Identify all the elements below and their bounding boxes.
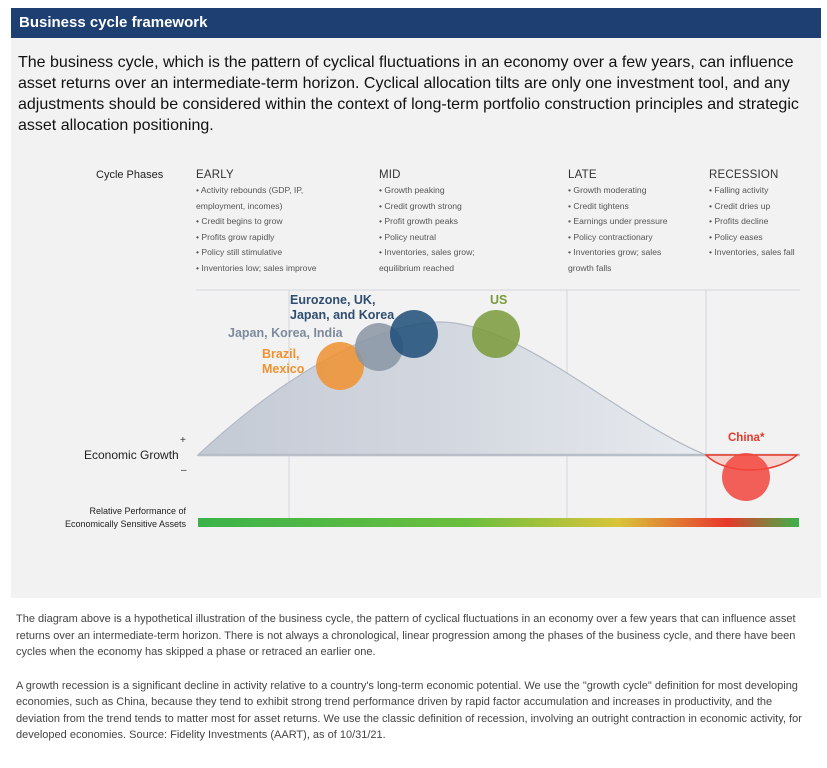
label-japan-korea-india: Japan, Korea, India	[228, 326, 344, 340]
label-us: US	[490, 293, 507, 307]
phase-bullet: Growth moderating	[568, 183, 668, 199]
footnote-paragraph-2: A growth recession is a significant decl…	[16, 679, 802, 742]
business-cycle-diagram: Eurozone, UK, Japan, and Korea Japan, Ko…	[65, 289, 800, 529]
phase-early: EARLY Activity rebounds (GDP, IP, employ…	[196, 169, 317, 277]
label-brazil: Brazil,	[262, 347, 300, 361]
label-eurozone-line2: Japan, and Korea	[290, 308, 395, 322]
plus-sign: +	[180, 435, 186, 446]
growth-curve	[196, 321, 707, 456]
phase-bullet: Credit growth strong	[379, 199, 475, 215]
intro-text: The business cycle, which is the pattern…	[18, 52, 813, 136]
phase-mid: MID Growth peaking Credit growth strong …	[379, 169, 475, 277]
phase-bullet: Credit tightens	[568, 199, 668, 215]
phase-bullet: Inventories, sales fall	[709, 245, 794, 261]
footnote-paragraph-1: The diagram above is a hypothetical illu…	[16, 613, 796, 658]
phase-bullet: Policy neutral	[379, 230, 475, 246]
phase-bullet: Inventories grow; sales growth falls	[568, 245, 668, 276]
phase-title: MID	[379, 169, 401, 181]
phase-bullet: Policy contractionary	[568, 230, 668, 246]
phase-bullet: Falling activity	[709, 183, 795, 199]
phase-bullet: Inventories, sales grow; equilibrium rea…	[379, 245, 475, 276]
china-circle	[722, 453, 770, 501]
eurozone-uk-circle	[390, 310, 438, 358]
phase-bullet: Policy eases	[709, 230, 795, 246]
phase-bullet: Credit dries up	[709, 199, 795, 215]
phase-title: LATE	[568, 169, 597, 181]
phase-bullet: Credit begins to grow	[196, 214, 317, 230]
relative-performance-label-line2: Economically Sensitive Assets	[65, 519, 187, 529]
us-circle	[472, 310, 520, 358]
label-china: China*	[728, 432, 765, 444]
phase-recession: RECESSION Falling activity Credit dries …	[709, 169, 795, 261]
label-eurozone-line1: Eurozone, UK,	[290, 293, 375, 307]
phase-bullet: Profits decline	[709, 214, 795, 230]
minus-sign: –	[181, 465, 187, 476]
phase-bullet: Profits grow rapidly	[196, 230, 317, 246]
relative-performance-label-line1: Relative Performance of	[89, 506, 186, 516]
economic-growth-label: Economic Growth	[84, 448, 179, 462]
phase-bullet: Earnings under pressure	[568, 214, 667, 230]
page-title: Business cycle framework	[11, 8, 821, 38]
relative-performance-bar	[198, 518, 799, 527]
phase-bullet: Growth peaking	[379, 183, 475, 199]
label-mexico: Mexico	[262, 362, 305, 376]
phase-bullet: Policy still stimulative	[196, 245, 317, 261]
brazil-mexico-circle	[316, 342, 364, 390]
phase-bullet: Profit growth peaks	[379, 214, 475, 230]
cycle-phases-label: Cycle Phases	[96, 169, 164, 181]
phase-bullet: Activity rebounds (GDP, IP, employment, …	[196, 183, 317, 214]
phase-bullet: Inventories low; sales improve	[196, 261, 316, 277]
intro-paragraph: The business cycle, which is the pattern…	[18, 54, 799, 134]
phase-title: RECESSION	[709, 169, 779, 181]
footnote: The diagram above is a hypothetical illu…	[16, 611, 816, 761]
phase-late: LATE Growth moderating Credit tightens E…	[568, 169, 668, 277]
phase-title: EARLY	[196, 169, 234, 181]
